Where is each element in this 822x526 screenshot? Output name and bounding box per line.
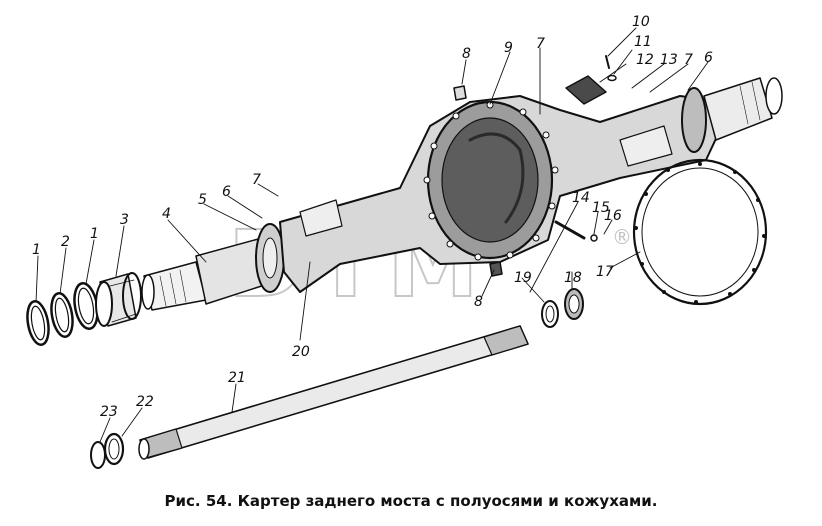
watermark-registered-mark: ® (612, 225, 632, 249)
half-shaft (138, 325, 529, 460)
washer-11 (607, 74, 617, 82)
callout-7a: 7 (252, 172, 261, 188)
callout-1b: 1 (90, 226, 99, 242)
callout-labels: 1 2 1 3 4 5 6 7 8 9 7 10 11 12 13 7 6 14… (32, 14, 713, 420)
callout-22: 22 (136, 394, 154, 410)
callout-20: 20 (292, 344, 310, 360)
stud-14 (554, 220, 586, 240)
callout-14: 14 (572, 190, 590, 206)
washer-15 (590, 234, 598, 242)
callout-12: 12 (636, 52, 654, 68)
figure-caption: Рис. 54. Картер заднего моста с полуосям… (164, 492, 658, 510)
callout-7c: 7 (684, 52, 693, 68)
callout-8b: 8 (474, 294, 483, 310)
lock-washer (50, 292, 74, 338)
left-axle-tube (141, 237, 275, 311)
callout-10: 10 (632, 14, 650, 30)
callout-19: 19 (514, 270, 532, 286)
axle-housing (279, 87, 721, 293)
callout-9: 9 (504, 40, 513, 56)
callout-16: 16 (604, 208, 622, 224)
differential-bearing-18 (564, 288, 584, 320)
callout-11: 11 (634, 34, 652, 50)
bearing-race-19 (541, 300, 559, 328)
callout-13: 13 (660, 52, 678, 68)
plug-8-top (453, 85, 467, 101)
bolt-10 (605, 55, 610, 69)
callout-4: 4 (162, 206, 171, 222)
callout-17: 17 (596, 264, 614, 280)
right-axle-tube (703, 77, 783, 141)
callout-15: 15 (592, 200, 610, 216)
wheel-bearing (95, 272, 142, 327)
cover-gasket (632, 158, 768, 306)
callout-5: 5 (198, 192, 207, 208)
callout-2: 2 (61, 234, 70, 250)
callout-7b: 7 (536, 36, 545, 52)
callout-23: 23 (100, 404, 118, 420)
callout-21: 21 (228, 370, 246, 386)
callout-6a: 6 (222, 184, 231, 200)
half-shaft-ring-22 (103, 432, 125, 466)
half-shaft-ring-23 (90, 441, 106, 469)
callout-6b: 6 (704, 50, 713, 66)
callout-1a: 1 (32, 242, 41, 258)
lock-ring-left (26, 300, 50, 346)
callout-8a: 8 (462, 46, 471, 62)
callout-18: 18 (564, 270, 582, 286)
callout-3: 3 (120, 212, 129, 228)
breather-cover (565, 75, 607, 105)
left-tube-flange (255, 223, 285, 293)
leader-lines (35, 27, 709, 443)
